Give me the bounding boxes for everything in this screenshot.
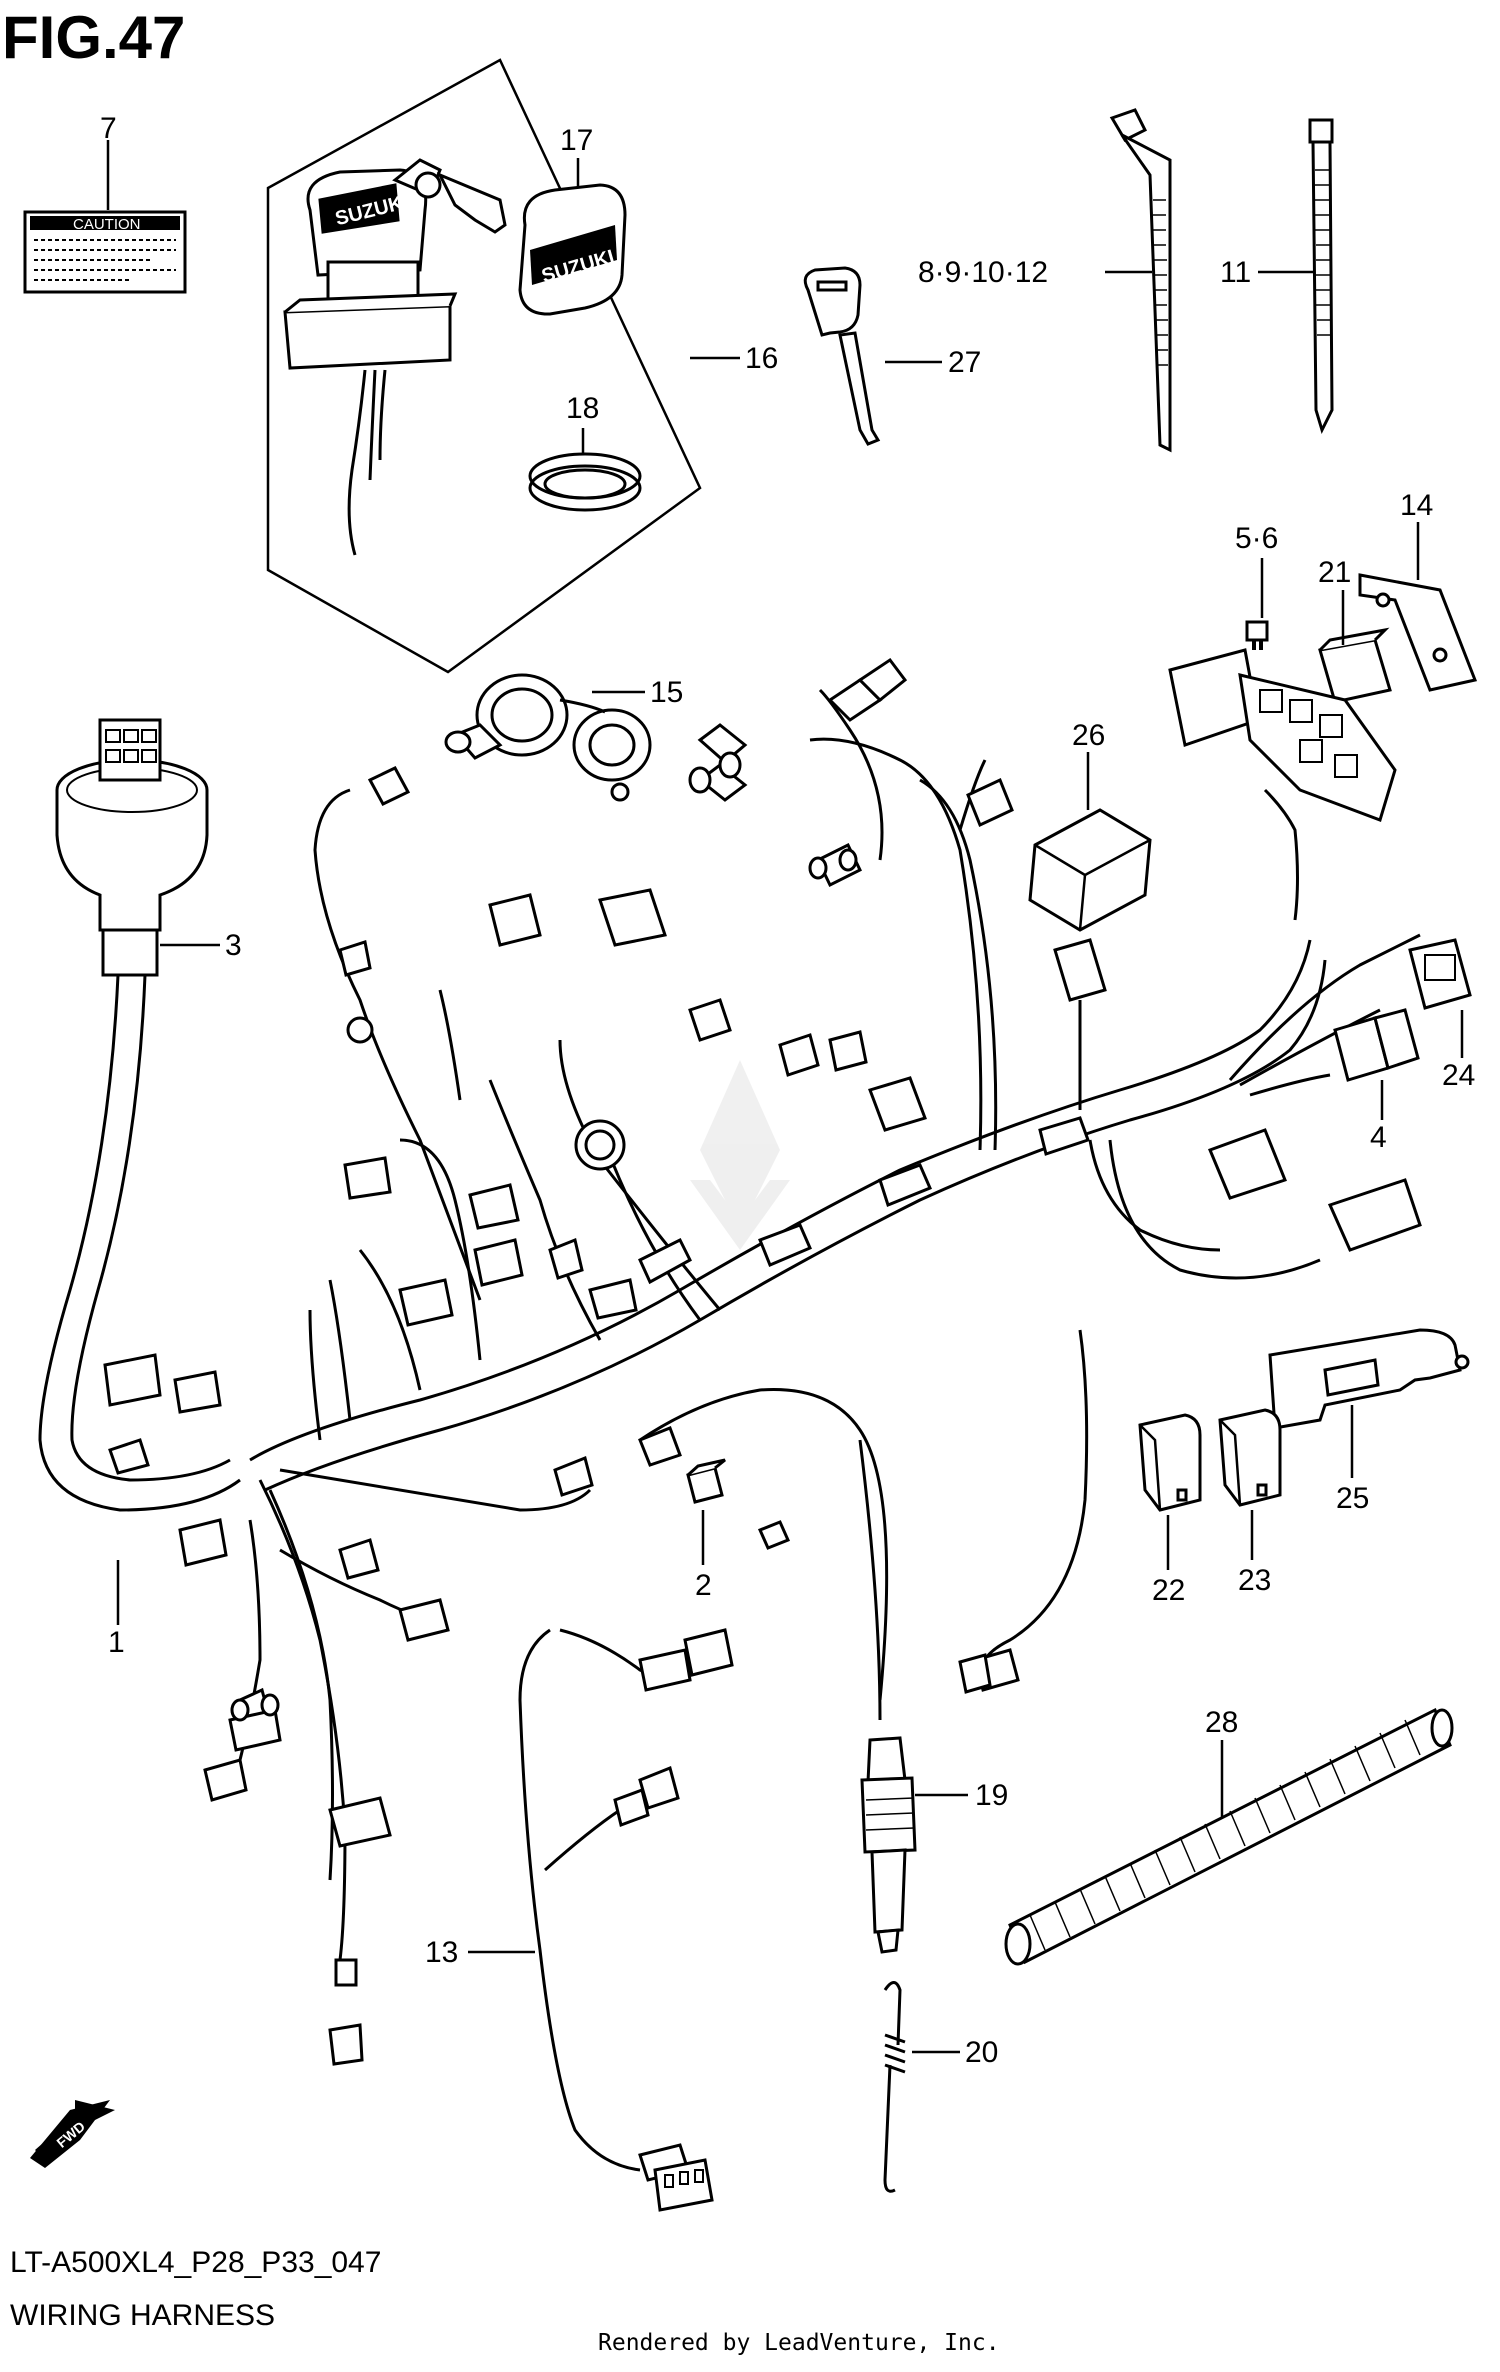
sub-harness-part-13[interactable] — [518, 1628, 734, 2212]
connector-cover-part-22[interactable] — [1138, 1413, 1202, 1512]
callout-11: 11 — [1220, 256, 1251, 289]
oxygen-sensor-part-19[interactable] — [858, 1439, 917, 1954]
corrugated-tube-part-28[interactable] — [1004, 1707, 1454, 1966]
callout-16: 16 — [745, 342, 778, 375]
accessory-socket-part-15[interactable] — [444, 673, 652, 802]
relay-module-part-26[interactable] — [1028, 808, 1152, 932]
ignition-switch-part-16[interactable]: SUZUKI — [283, 158, 507, 556]
cable-tie-clamp-part-8-12[interactable] — [1109, 108, 1172, 453]
callout-22: 22 — [1152, 1574, 1185, 1607]
callout-27: 27 — [948, 346, 981, 379]
bracket-part-25[interactable] — [1268, 1328, 1470, 1430]
section-title: WIRING HARNESS — [10, 2299, 275, 2332]
harness-connectors[interactable] — [103, 657, 1422, 2066]
callout-24: 24 — [1442, 1059, 1475, 1092]
leadventure-watermark — [690, 1060, 790, 1250]
spring-clip-part-20[interactable] — [883, 1981, 906, 2193]
callout-19: 19 — [975, 1779, 1008, 1812]
callout-8-9-10-12: 8·9·10·12 — [918, 256, 1048, 289]
cable-tie-part-11[interactable] — [1308, 118, 1334, 435]
callout-26: 26 — [1072, 719, 1105, 752]
callout-28: 28 — [1205, 1706, 1238, 1739]
connector-part-24[interactable] — [1408, 938, 1472, 1010]
fuse-box[interactable] — [1168, 648, 1397, 921]
key-part-27[interactable] — [803, 266, 881, 446]
callout-17: 17 — [560, 124, 593, 157]
callout-3: 3 — [225, 929, 242, 962]
callout-25: 25 — [1336, 1482, 1369, 1515]
relay-part-21[interactable] — [1318, 627, 1392, 704]
caution-label-text: CAUTION — [73, 216, 141, 233]
callout-13: 13 — [425, 1936, 458, 1969]
callout-15: 15 — [650, 676, 683, 709]
connector-lower-right[interactable] — [958, 1648, 1020, 1694]
callout-21: 21 — [1318, 556, 1351, 589]
callout-7: 7 — [100, 112, 117, 145]
callout-5-6: 5·6 — [1235, 522, 1278, 555]
callout-2: 2 — [695, 1569, 712, 1602]
render-credit: Rendered by LeadVenture, Inc. — [598, 2330, 1000, 2356]
forward-direction-arrow: FWD — [30, 2100, 115, 2168]
caution-label-part-7[interactable]: CAUTION — [23, 210, 187, 294]
switch-cap-part-17[interactable]: SUZUKI — [518, 183, 627, 316]
terminal-part-2[interactable] — [686, 1458, 726, 1504]
main-wiring-harness-part-1[interactable] — [238, 688, 1421, 1961]
callout-20: 20 — [965, 2036, 998, 2069]
connector-cover-part-23[interactable] — [1218, 1408, 1282, 1507]
callout-1: 1 — [108, 1626, 125, 1659]
callout-23: 23 — [1238, 1564, 1271, 1597]
connector-part-4[interactable] — [1333, 1008, 1420, 1082]
ignition-switch-kit-box — [266, 58, 702, 674]
bracket-part-14[interactable] — [1358, 573, 1478, 692]
callout-18: 18 — [566, 392, 599, 425]
callout-14: 14 — [1400, 489, 1433, 522]
fuse-part-5-6[interactable] — [1245, 620, 1269, 650]
model-code: LT-A500XL4_P28_P33_047 — [10, 2246, 381, 2279]
lock-nut-part-18[interactable] — [528, 452, 642, 512]
figure-title: FIG.47 — [2, 4, 185, 71]
harness-part-3[interactable] — [38, 718, 241, 1512]
callout-4: 4 — [1370, 1121, 1387, 1154]
